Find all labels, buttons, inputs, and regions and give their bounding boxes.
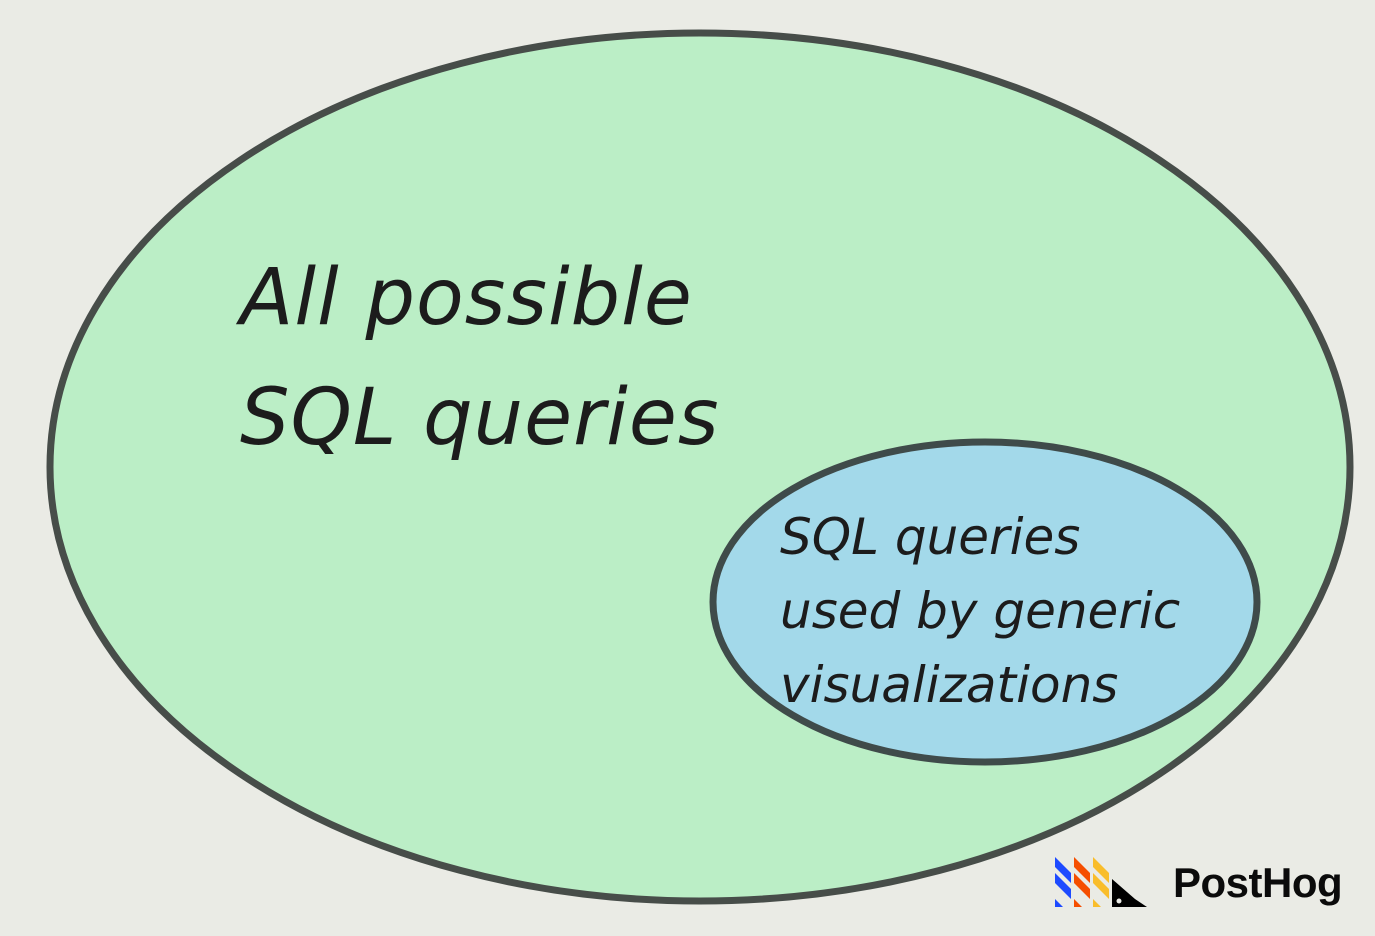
inner-set-label: SQL queries used by generic visualizatio… xyxy=(780,500,1180,722)
outer-label-line-2: SQL queries xyxy=(240,373,720,463)
inner-set-generic-visualization-queries xyxy=(709,438,1261,766)
outer-set-label: All possible SQL queries xyxy=(240,238,719,478)
posthog-wordmark: PostHog xyxy=(1173,859,1343,906)
posthog-logo: PostHog xyxy=(1055,855,1343,911)
inner-label-line-2: used by generic xyxy=(780,582,1181,640)
inner-label-line-3: visualizations xyxy=(780,656,1119,714)
inner-label-line-1: SQL queries xyxy=(780,508,1081,566)
outer-label-line-1: All possible xyxy=(240,253,693,343)
posthog-hedgehog-icon xyxy=(1055,857,1147,907)
